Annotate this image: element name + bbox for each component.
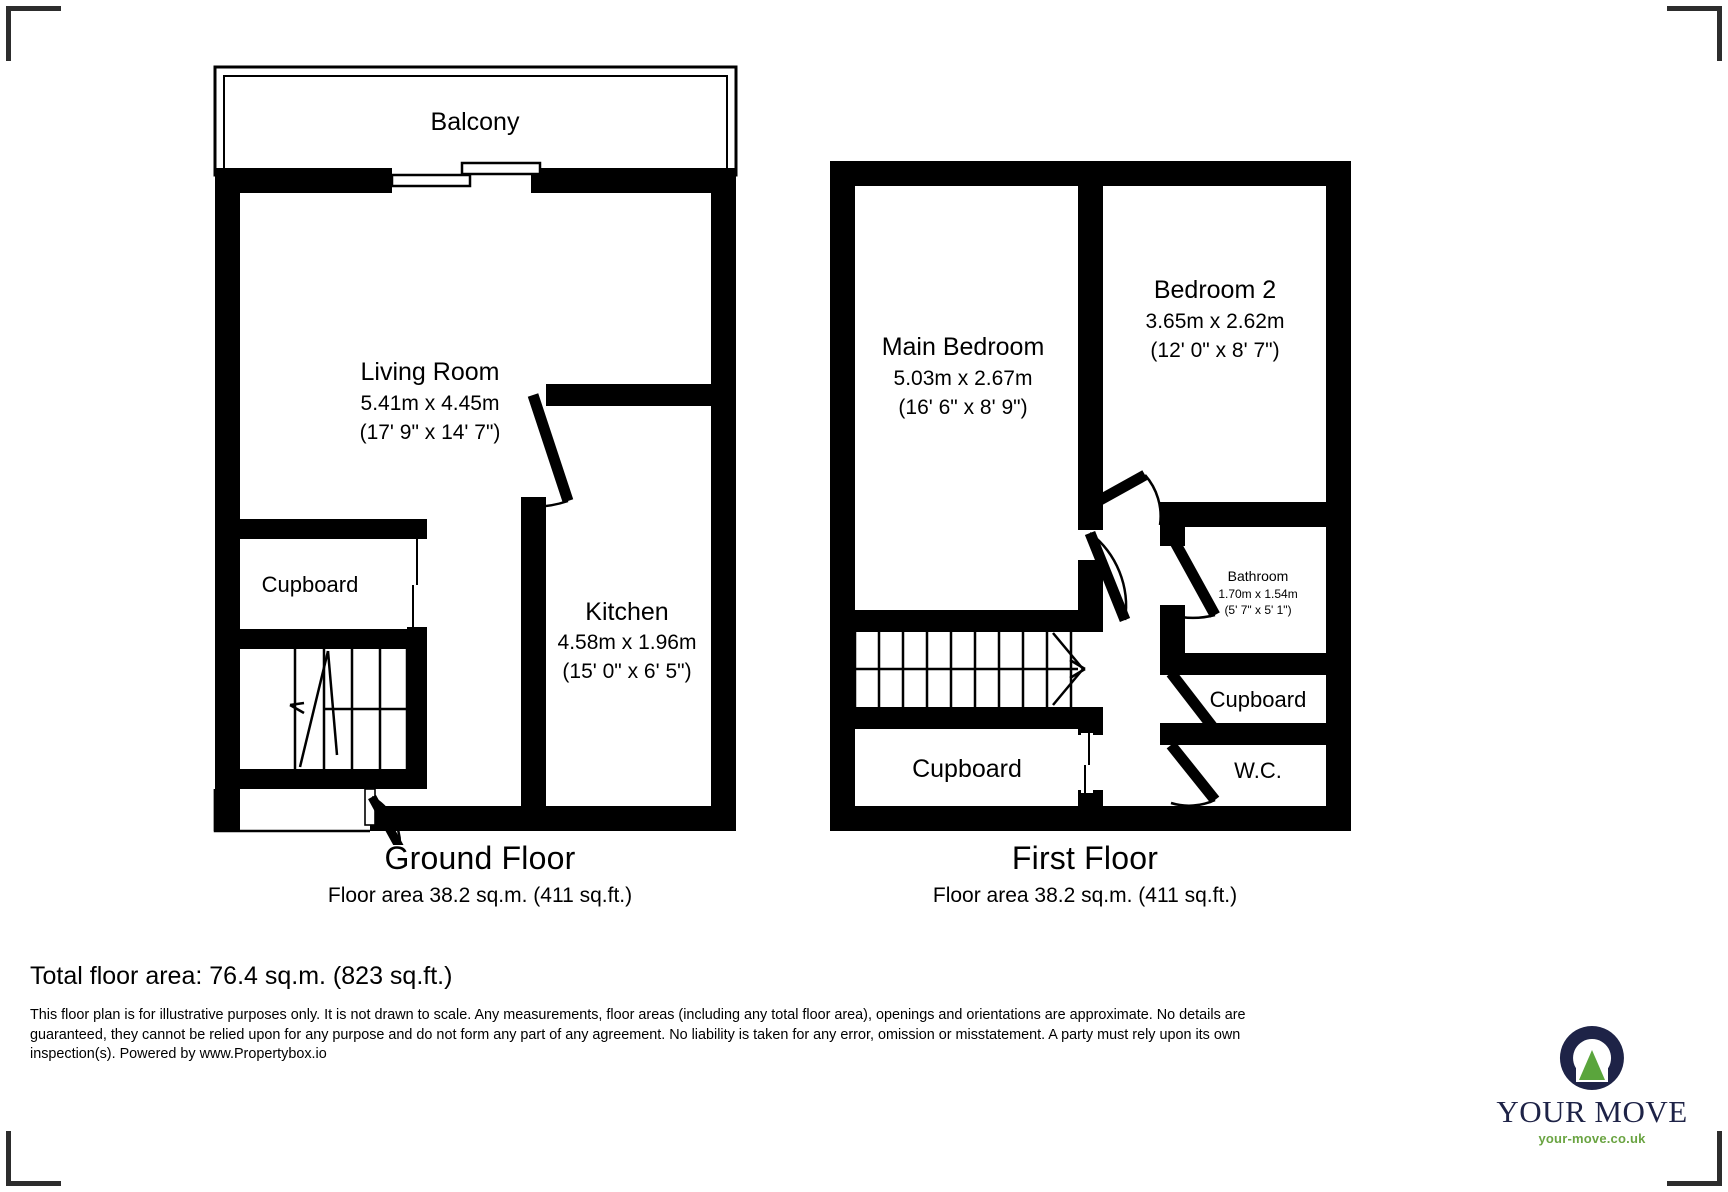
corner-mark-top-right [1667, 6, 1722, 61]
kitchen-dim-imperial: (15' 0" x 6' 5") [562, 660, 691, 683]
first-stair-direction-arrow [1052, 632, 1086, 706]
your-move-logo: YOUR MOVE your-move.co.uk [1482, 1022, 1702, 1162]
first-cupboard-right-name: Cupboard [1210, 687, 1307, 712]
landing-cupboard-label-group: Cupboard [912, 755, 1022, 783]
bedroom2-label-group: Bedroom 2 3.65m x 2.62m (12' 0" x 8' 7") [1146, 276, 1285, 362]
your-move-wordmark: YOUR MOVE [1496, 1094, 1688, 1129]
your-move-ring-icon [1559, 1026, 1624, 1090]
first-floor-area: Floor area 38.2 sq.m. (411 sq.ft.) [932, 884, 1238, 907]
first-stair-treads [830, 632, 1078, 707]
main-bedroom-dim-imperial: (16' 6" x 8' 9") [898, 396, 1027, 419]
wc-name: W.C. [1234, 758, 1282, 783]
ground-cupboard-name: Cupboard [262, 572, 359, 597]
living-room-name: Living Room [361, 358, 500, 386]
first-floor-caption: First Floor Floor area 38.2 sq.m. (411 s… [805, 838, 1365, 912]
ground-floor-caption: Ground Floor Floor area 38.2 sq.m. (411 … [200, 838, 760, 912]
ground-entry-door [364, 788, 404, 845]
bedroom2-dim-metric: 3.65m x 2.62m [1146, 310, 1285, 333]
bathroom-label-group: Bathroom 1.70m x 1.54m (5' 7" x 5' 1") [1218, 568, 1297, 617]
corner-mark-top-left [6, 6, 61, 61]
ground-entry-area [213, 789, 370, 833]
living-room-dim-metric: 5.41m x 4.45m [361, 392, 500, 415]
first-cupboard-right-label-group: Cupboard [1210, 687, 1307, 712]
living-room-label-group: Living Room 5.41m x 4.45m (17' 9" x 14' … [360, 358, 501, 444]
living-room-dim-imperial: (17' 9" x 14' 7") [360, 421, 501, 444]
bathroom-dim-imperial: (5' 7" x 5' 1") [1224, 603, 1291, 617]
first-floor-stair-walls [830, 610, 1103, 729]
corner-mark-bottom-left [6, 1131, 61, 1186]
main-bedroom-label-group: Main Bedroom 5.03m x 2.67m (16' 6" x 8' … [882, 333, 1045, 419]
first-floor-diagram: Main Bedroom 5.03m x 2.67m (16' 6" x 8' … [830, 161, 1351, 831]
wc-label-group: W.C. [1234, 758, 1282, 783]
bedroom2-dim-imperial: (12' 0" x 8' 7") [1150, 339, 1279, 362]
ground-cupboard-label-group: Cupboard [262, 572, 359, 597]
ground-floor-title: Ground Floor [384, 840, 576, 876]
total-floor-area: Total floor area: 76.4 sq.m. (823 sq.ft.… [30, 962, 453, 990]
ground-floor-diagram: Balcony Living Room 5.41m x 4.45m (17' 9… [213, 65, 738, 845]
your-move-url: your-move.co.uk [1538, 1131, 1646, 1146]
first-floor-title: First Floor [1011, 840, 1159, 876]
wc-door [1166, 741, 1220, 807]
main-bedroom-dim-metric: 5.03m x 2.67m [894, 367, 1033, 390]
corner-mark-bottom-right [1667, 1131, 1722, 1186]
balcony-name: Balcony [431, 108, 520, 136]
ground-stair-direction-arrow [289, 650, 339, 768]
kitchen-name: Kitchen [585, 598, 668, 626]
main-bedroom-door [1084, 530, 1131, 623]
main-bedroom-name: Main Bedroom [882, 333, 1045, 361]
disclaimer-text: This floor plan is for illustrative purp… [30, 1007, 1246, 1062]
bathroom-dim-metric: 1.70m x 1.54m [1218, 587, 1297, 601]
balcony-label-group: Balcony [431, 108, 520, 136]
ground-stair-treads [293, 649, 409, 769]
ground-stair-enclosure [215, 629, 427, 789]
ground-floor-walls [215, 168, 736, 831]
ground-cupboard-door [407, 529, 427, 637]
landing-cupboard-sliding-door [1081, 733, 1093, 795]
bathroom-door [1166, 532, 1220, 620]
balcony-sliding-door [390, 161, 542, 193]
ground-floor-area: Floor area 38.2 sq.m. (411 sq.ft.) [327, 884, 633, 907]
bathroom-name: Bathroom [1228, 568, 1289, 584]
kitchen-dim-metric: 4.58m x 1.96m [558, 631, 697, 654]
kitchen-door [521, 384, 574, 511]
kitchen-label-group: Kitchen 4.58m x 1.96m (15' 0" x 6' 5") [558, 598, 697, 683]
landing-cupboard-name: Cupboard [912, 755, 1022, 783]
first-cupboard-door [1166, 669, 1220, 737]
bedroom2-name: Bedroom 2 [1154, 276, 1276, 304]
